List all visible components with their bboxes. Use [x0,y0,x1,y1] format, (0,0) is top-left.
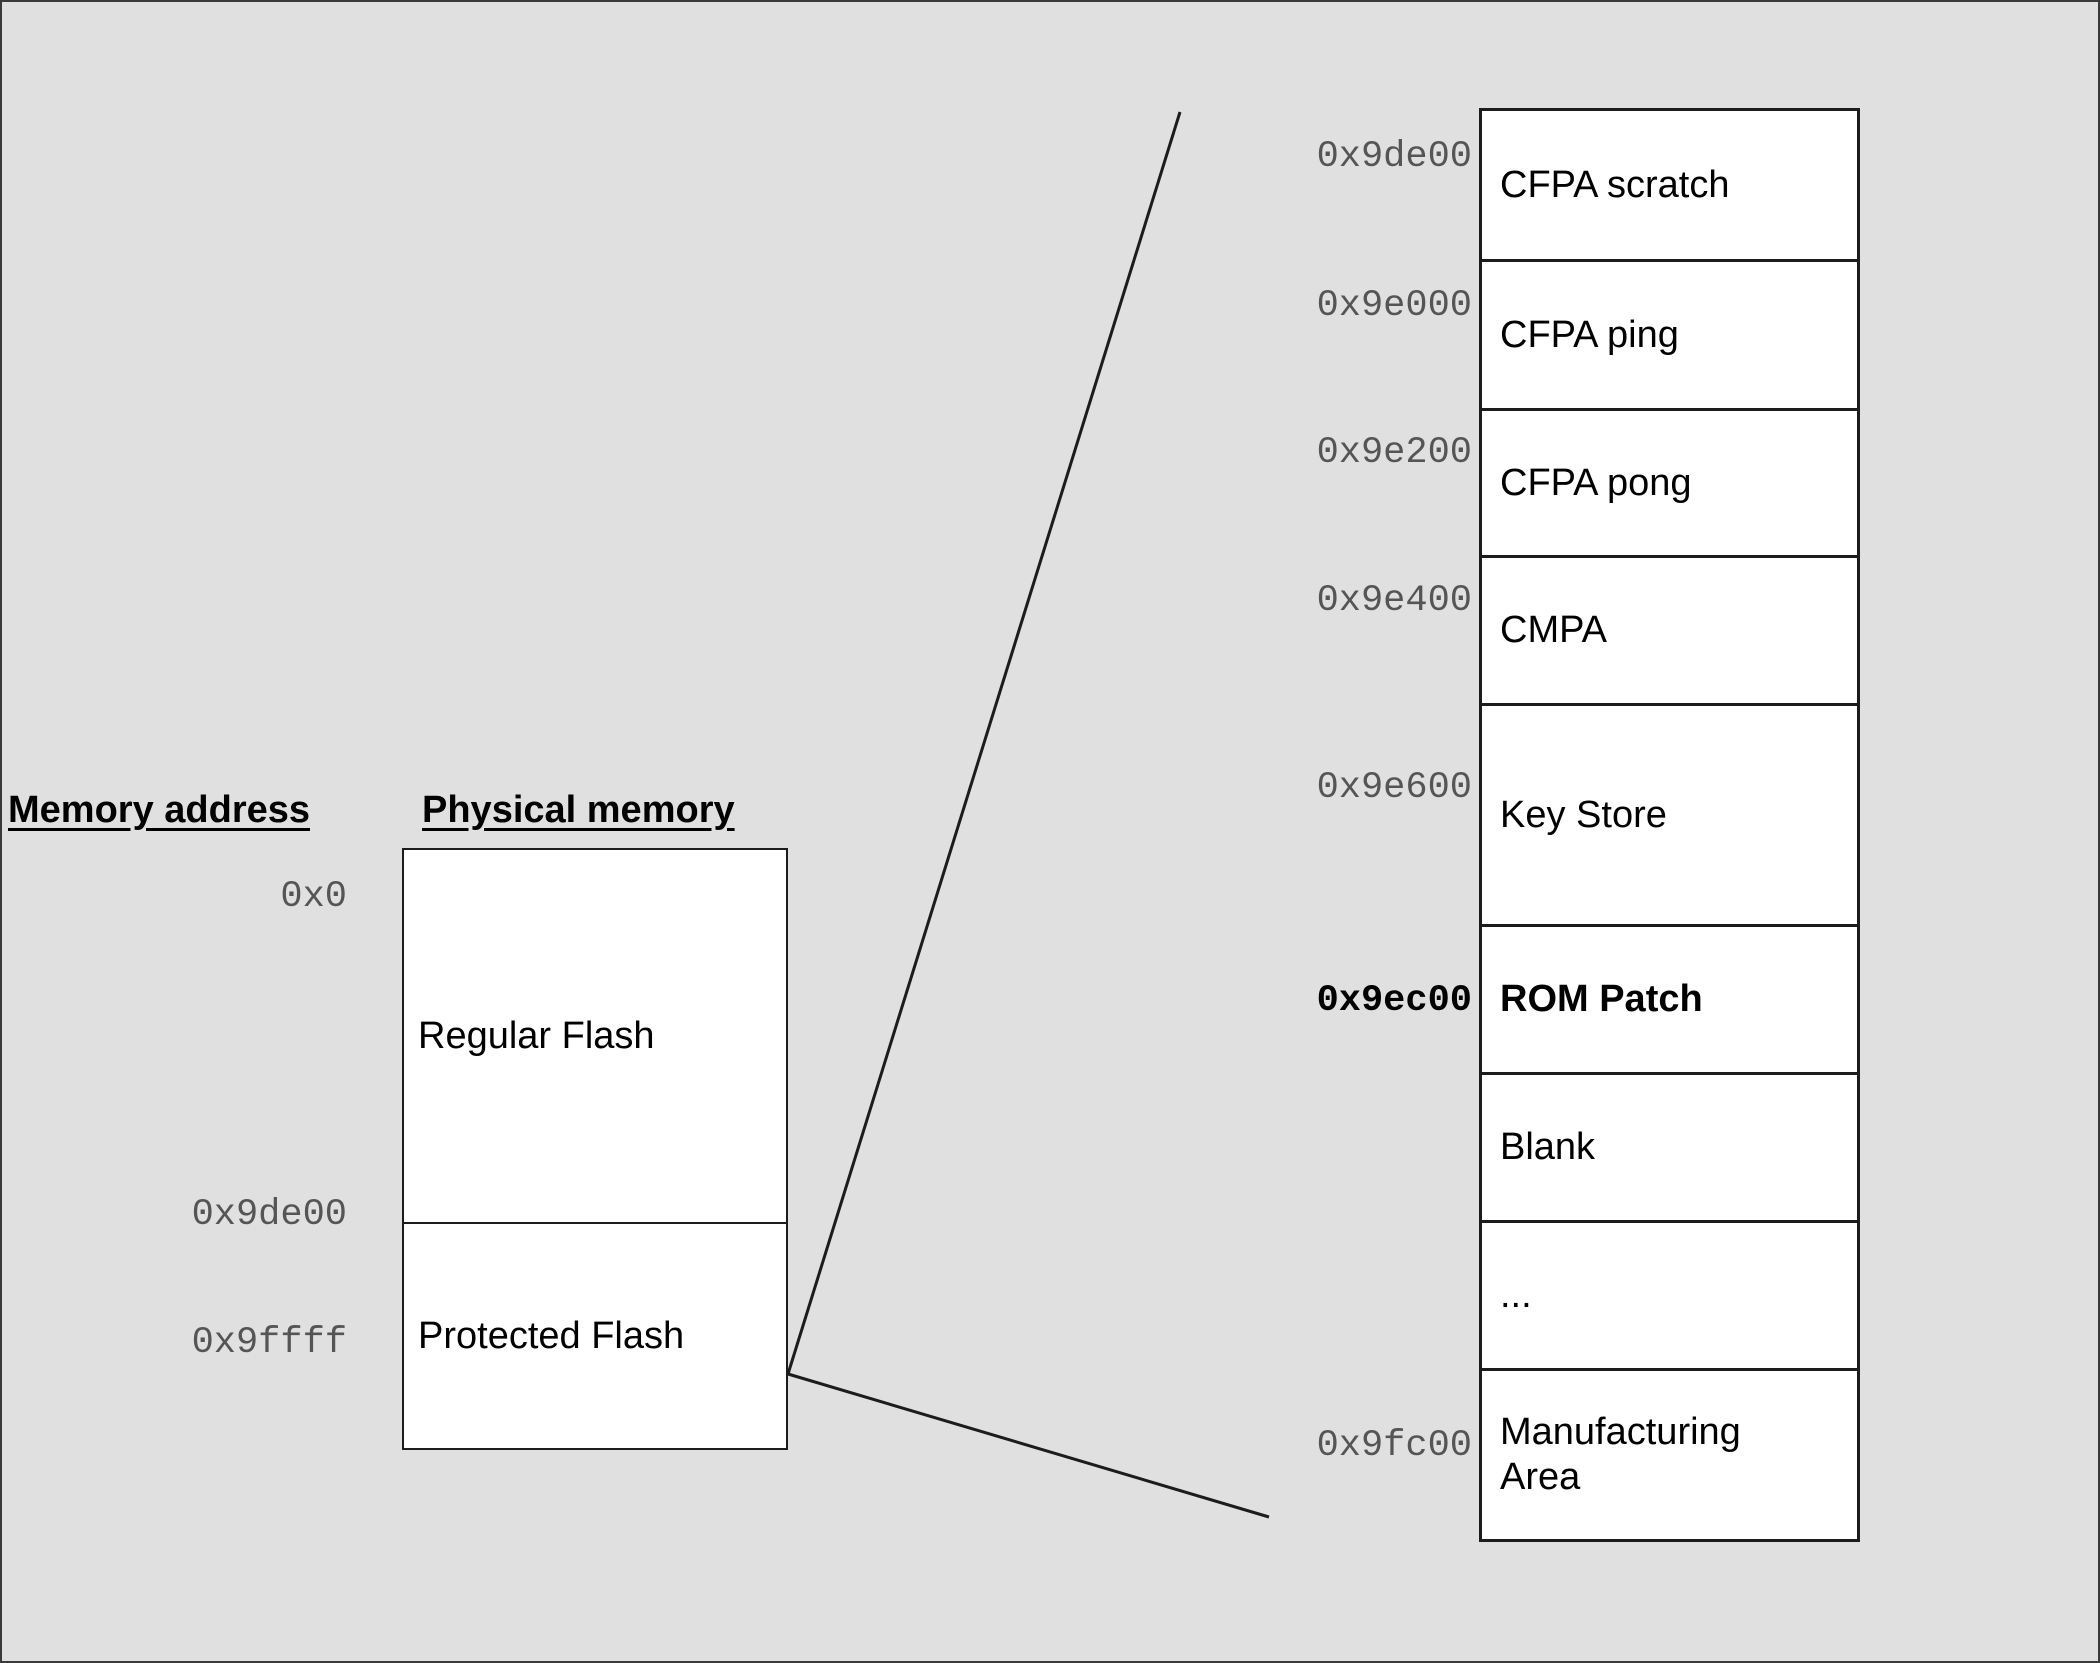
detail-row-label: Blank [1500,1126,1596,1169]
detail-address-label-cfpa-pong: 0x9e200 [1316,432,1472,474]
memory-region-protected-flash: Protected Flash [404,1222,786,1448]
detail-row-cmpa: CMPA [1482,555,1857,703]
detail-row-label: ... [1500,1274,1532,1317]
detail-row-label: CMPA [1500,609,1607,652]
physical-memory-box: Regular Flash Protected Flash [402,848,788,1450]
detail-row-cfpa-pong: CFPA pong [1482,408,1857,555]
detail-row-label: CFPA pong [1500,461,1692,504]
leader-line-lower [787,1372,1270,1519]
detail-row-manufacturing-area: Manufacturing Area [1482,1368,1857,1539]
physical-memory-heading: Physical memory [422,789,735,831]
memory-address-heading: Memory address [8,789,311,831]
detail-address-label-rom-patch: 0x9ec00 [1316,980,1472,1022]
protected-flash-detail-table: CFPA scratch CFPA ping CFPA pong CMPA Ke… [1479,108,1860,1542]
detail-row-blank: Blank [1482,1072,1857,1220]
detail-address-label-manufacturing-area: 0x9fc00 [1316,1425,1472,1467]
detail-address-label-cfpa-scratch: 0x9de00 [1316,136,1472,178]
detail-row-label: CFPA scratch [1500,163,1730,206]
detail-row-label: ROM Patch [1500,978,1703,1021]
detail-address-label-cfpa-ping: 0x9e000 [1316,285,1472,327]
memory-address-label-start: 0x0 [280,876,347,918]
detail-row-label: Key Store [1500,793,1667,836]
leader-line-upper [786,111,1182,1375]
detail-row-label: CFPA ping [1500,313,1679,356]
memory-region-regular-flash: Regular Flash [404,850,786,1222]
detail-row-rom-patch: ROM Patch [1482,924,1857,1072]
detail-address-label-key-store: 0x9e600 [1316,767,1472,809]
detail-row-cfpa-ping: CFPA ping [1482,259,1857,408]
detail-row-cfpa-scratch: CFPA scratch [1482,111,1857,259]
detail-address-label-cmpa: 0x9e400 [1316,580,1472,622]
memory-region-label: Protected Flash [418,1314,685,1357]
detail-row-key-store: Key Store [1482,703,1857,924]
memory-address-label-end: 0x9ffff [191,1322,347,1364]
memory-region-label: Regular Flash [418,1014,655,1057]
memory-address-label-protected-start: 0x9de00 [191,1194,347,1236]
detail-row-ellipsis: ... [1482,1220,1857,1368]
detail-row-label: Manufacturing Area [1500,1411,1741,1498]
